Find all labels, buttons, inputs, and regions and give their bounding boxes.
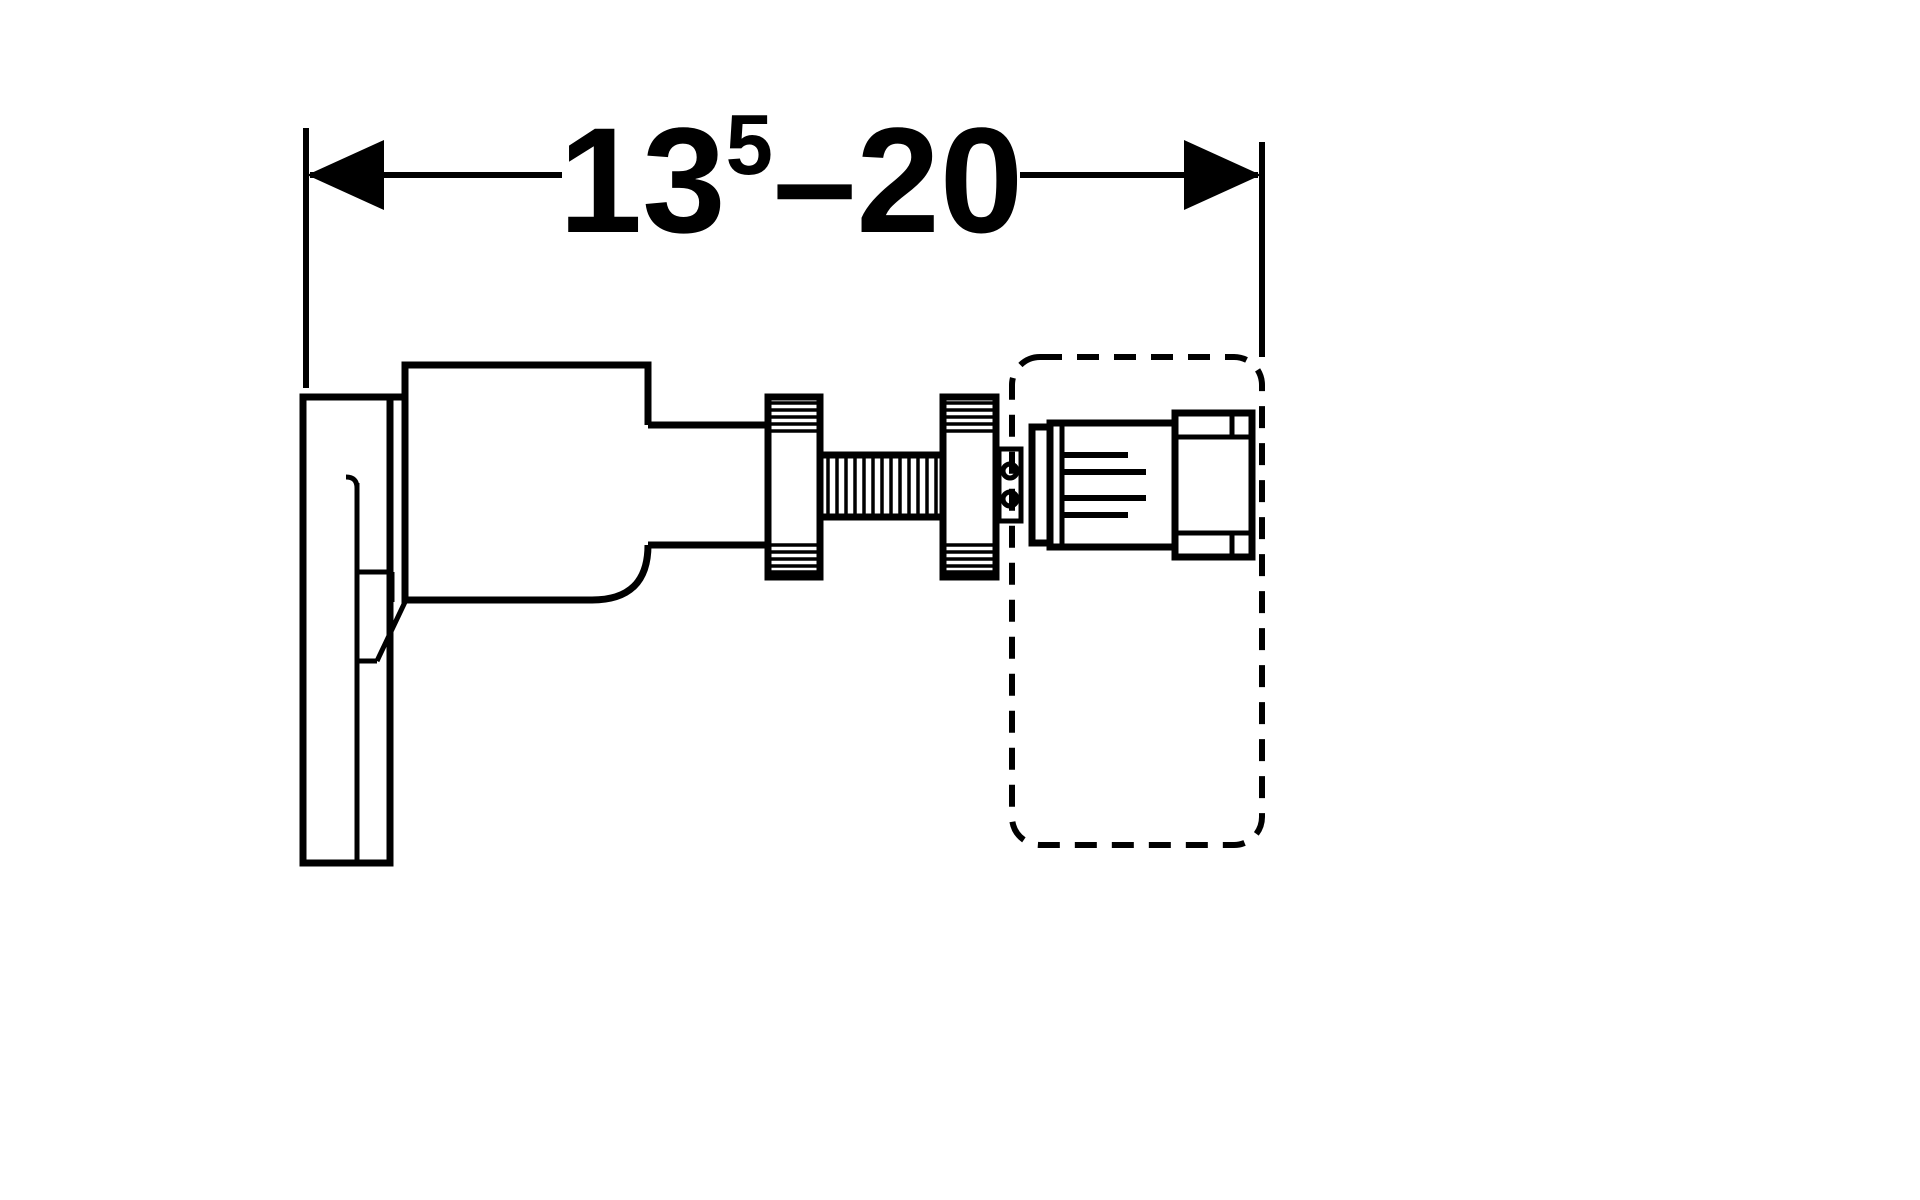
fitting-prong-lines bbox=[1062, 452, 1146, 518]
nut-body bbox=[939, 393, 1000, 581]
wall-fitting bbox=[1028, 409, 1256, 561]
latch-diagonal bbox=[374, 600, 408, 663]
knurl-hatch-bottom bbox=[943, 543, 996, 574]
knurl-hatch-top bbox=[768, 401, 820, 433]
arrowhead-left-icon bbox=[307, 140, 384, 210]
knurled-nut-left bbox=[764, 393, 824, 581]
dimension-value-main: 13 bbox=[559, 96, 726, 264]
knurled-nut-right bbox=[939, 393, 1000, 581]
knurl-hatch-bottom bbox=[768, 543, 820, 574]
knurl-hatch-top bbox=[943, 401, 996, 433]
bracket-latch-detail bbox=[358, 569, 408, 664]
dimension-value-superscript: 5 bbox=[726, 98, 773, 193]
bracket-plate bbox=[299, 393, 394, 867]
thread-hatch bbox=[826, 456, 938, 516]
finished-wall-outline bbox=[1009, 354, 1265, 848]
valve-housing bbox=[401, 361, 652, 604]
dimension-label: 135–20 bbox=[559, 96, 1023, 264]
dimension-annotation: 135–20 bbox=[303, 96, 1265, 388]
fitting-socket bbox=[1046, 419, 1179, 551]
arrowhead-right-icon bbox=[1184, 140, 1261, 210]
flush-valve-body bbox=[401, 361, 770, 604]
dimension-value-range: –20 bbox=[773, 96, 1023, 264]
threaded-spindle bbox=[816, 451, 947, 521]
wall-bracket bbox=[299, 393, 408, 867]
